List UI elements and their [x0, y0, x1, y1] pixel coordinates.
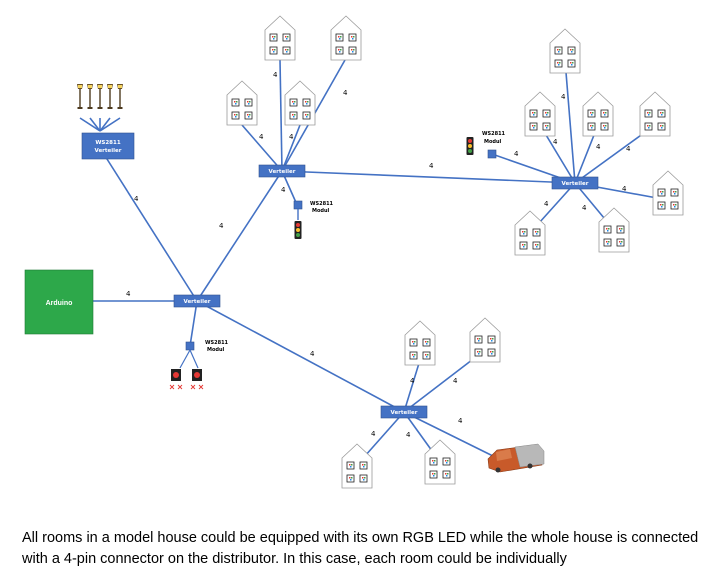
- ws2811-module-line1: WS2811: [482, 131, 506, 137]
- ws2811-module-line2: Modul: [312, 208, 330, 214]
- network-diagram: 4 4 4 4 4 4 4 4 4 4 4 4 4 4 4 4 4 4 4 4 …: [24, 15, 684, 489]
- wire-label: 4: [289, 133, 294, 141]
- house-icon: [330, 15, 362, 61]
- wire-label: 4: [553, 138, 558, 146]
- wire-label: 4: [310, 350, 315, 358]
- ws2811-module-east: WS2811 Modul: [466, 131, 506, 159]
- wire-label: 4: [281, 186, 286, 194]
- ws2811-distributor-line1: WS2811: [95, 140, 121, 146]
- distributor-south: Verteiler: [380, 405, 428, 419]
- house-icon: [652, 170, 684, 216]
- wire-label: 4: [626, 145, 631, 153]
- wire-label: 4: [259, 133, 264, 141]
- house-icon: [582, 91, 614, 137]
- wire-label: 4: [410, 377, 415, 385]
- wire-label: 4: [458, 417, 463, 425]
- arduino-label: Arduino: [46, 300, 73, 307]
- house-icon: [598, 207, 630, 253]
- wire-label: 4: [453, 377, 458, 385]
- wire-label: 4: [544, 200, 549, 208]
- crossing-light-icon: [169, 369, 204, 390]
- distributor-label: Verteiler: [184, 299, 211, 305]
- wire-label: 4: [596, 143, 601, 151]
- house-icon: [264, 15, 296, 61]
- wire-label: 4: [273, 71, 278, 79]
- distributor-east: Verteiler: [551, 176, 599, 190]
- distributor-north: Verteiler: [258, 164, 306, 178]
- house-icon: [549, 28, 581, 74]
- wire-label: 4: [561, 93, 566, 101]
- houses: [226, 15, 684, 489]
- distributor-label: Verteiler: [269, 169, 296, 175]
- ws2811-distributor-line2: Verteiler: [95, 148, 122, 154]
- wire-label: 4: [126, 290, 131, 298]
- wire-label: 4: [514, 150, 519, 158]
- wire-label: 4: [219, 222, 224, 230]
- distributor-label: Verteiler: [391, 410, 418, 416]
- ws2811-module-line2: Modul: [207, 347, 225, 353]
- wire-label: 4: [134, 195, 139, 203]
- wire-label: 4: [343, 89, 348, 97]
- house-icon: [226, 80, 258, 126]
- ws2811-module-line1: WS2811: [310, 201, 334, 207]
- ws2811-module-line1: WS2811: [205, 340, 229, 346]
- ws2811-distributor: WS2811 Verteiler: [81, 132, 135, 160]
- house-icon: [514, 210, 546, 256]
- distributor-main: Verteiler: [173, 294, 221, 308]
- wire-label: 4: [371, 430, 376, 438]
- house-icon: [341, 443, 373, 489]
- caption-text: All rooms in a model house could be equi…: [22, 530, 699, 567]
- house-icon: [524, 91, 556, 137]
- wire-label: 4: [406, 431, 411, 439]
- ws2811-module-north: WS2811 Modul: [293, 200, 334, 239]
- wire-labels: 4 4 4 4 4 4 4 4 4 4 4 4 4 4 4 4 4 4 4 4 …: [126, 71, 631, 439]
- house-icon: [284, 80, 316, 126]
- wire-label: 4: [582, 204, 587, 212]
- traffic-light-icon: [466, 137, 474, 155]
- traffic-light-icon: [294, 221, 302, 239]
- house-icon: [469, 317, 501, 363]
- house-icon: [639, 91, 671, 137]
- truck-icon: [487, 443, 545, 473]
- wires: [79, 59, 669, 466]
- house-icon: [404, 320, 436, 366]
- ws2811-module-west: WS2811 Modul: [169, 340, 229, 390]
- distributor-label: Verteiler: [562, 181, 589, 187]
- street-lamps: [77, 84, 123, 109]
- wire-label: 4: [429, 162, 434, 170]
- ws2811-module-line2: Modul: [484, 139, 502, 145]
- wire-label: 4: [622, 185, 627, 193]
- arduino-board: Arduino: [24, 269, 94, 335]
